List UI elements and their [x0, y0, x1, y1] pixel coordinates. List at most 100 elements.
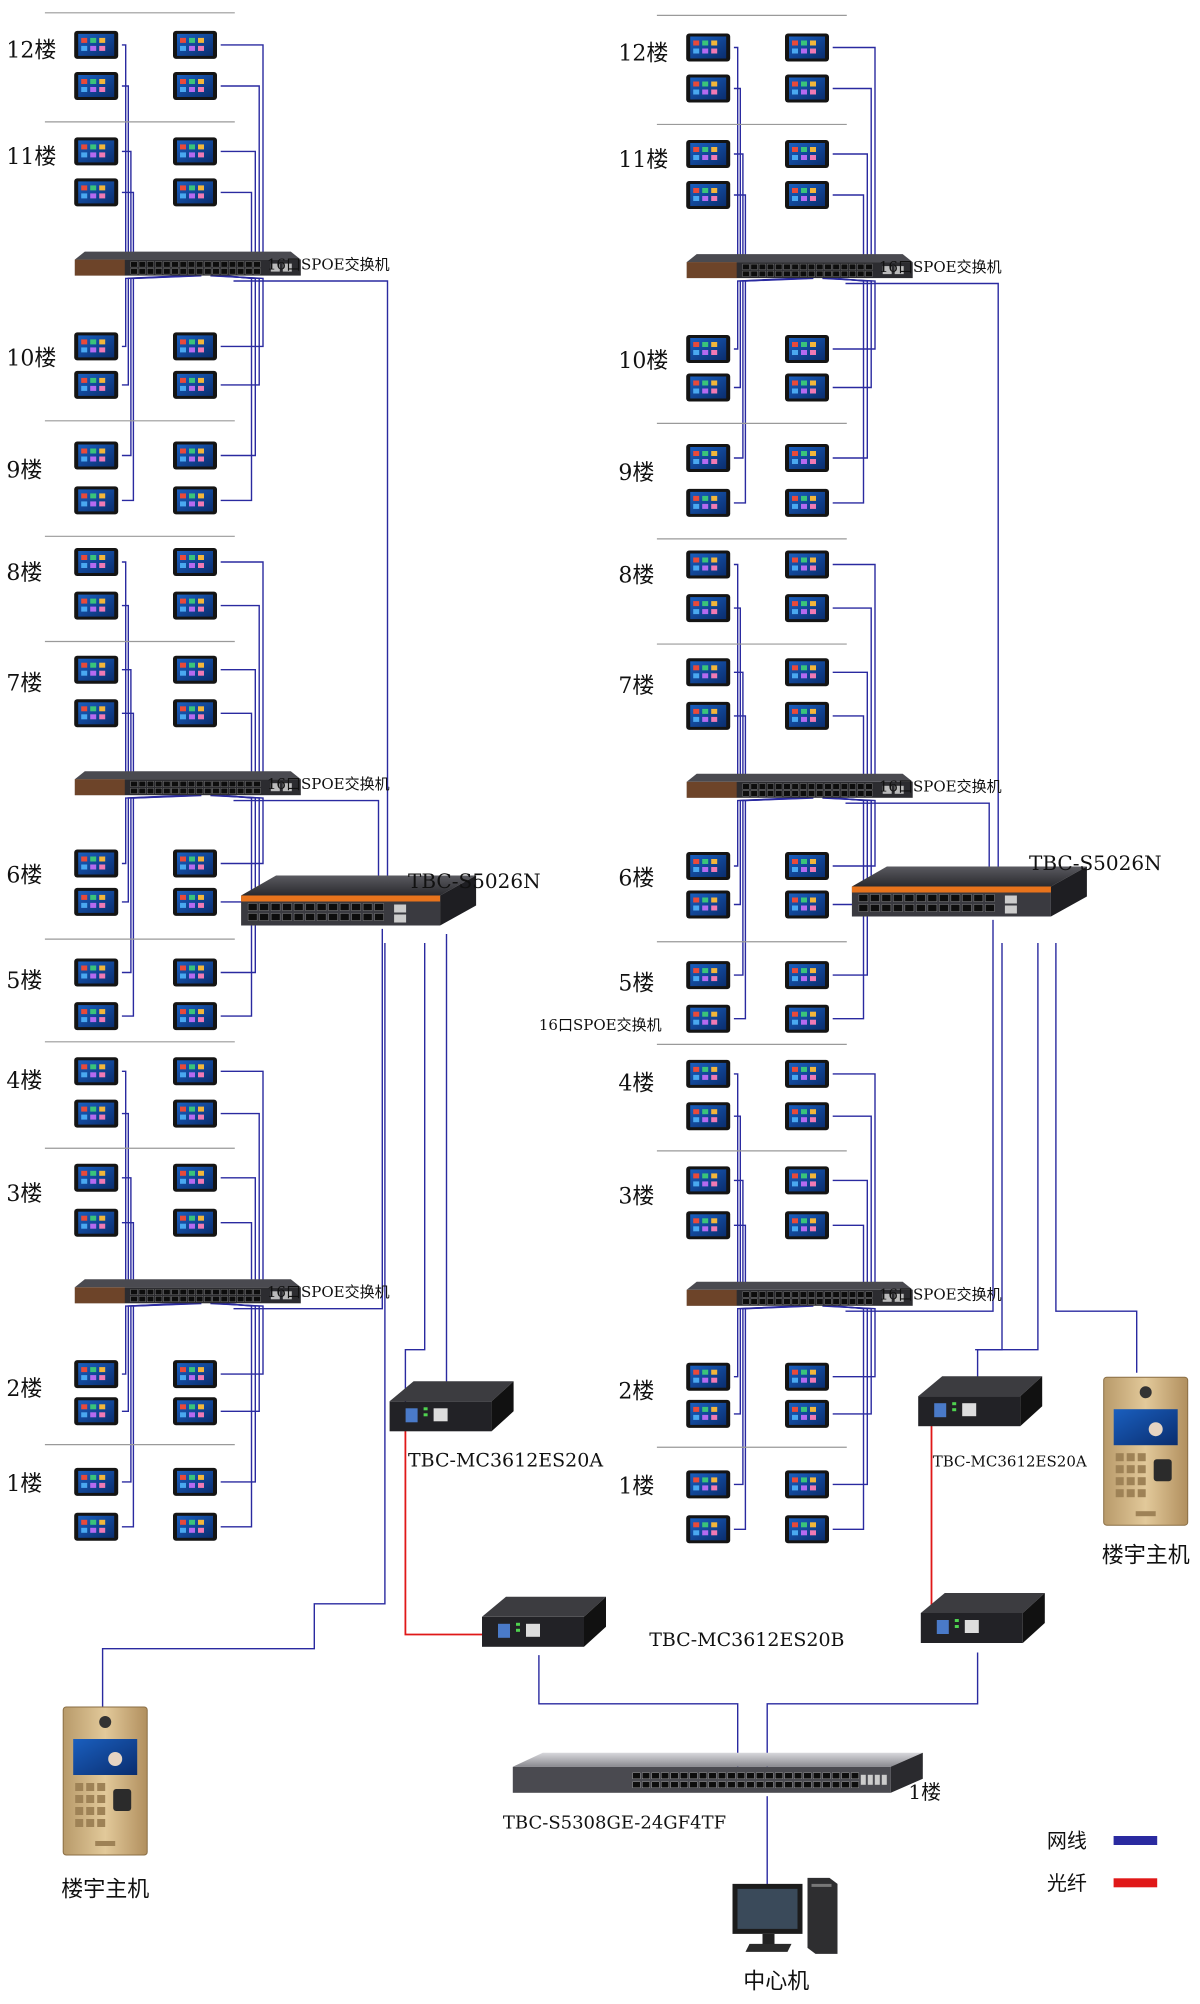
indoor-monitor-panel: [785, 594, 829, 623]
floor-divider-layer: [44, 12, 847, 1448]
panel-cable: [220, 794, 257, 974]
agg-uplink-cable: [404, 943, 426, 1412]
indoor-monitor-panel: [173, 655, 217, 684]
floor-label: 12楼: [6, 39, 56, 64]
panel-cable: [733, 1224, 788, 1287]
indoor-monitor-panel: [173, 849, 217, 878]
indoor-monitor-panel: [785, 1470, 829, 1499]
indoor-monitor-panel: [74, 1002, 119, 1031]
building-host-label: 楼宇主机: [61, 1877, 149, 1902]
floor-label: 12楼: [618, 41, 668, 66]
indoor-monitor-panel: [686, 890, 731, 919]
indoor-monitor-panel: [785, 181, 829, 209]
panel-cable: [733, 607, 775, 779]
indoor-monitor-panel: [686, 335, 731, 363]
indoor-monitor-panel: [74, 178, 119, 207]
indoor-monitor-panel: [686, 33, 731, 62]
indoor-monitor-panel: [74, 1467, 119, 1496]
panel-cable: [121, 44, 157, 256]
indoor-monitor-panel: [74, 591, 119, 620]
floor-switch-label: 16口SPOE交换机: [267, 1283, 390, 1301]
uplink-cable: [233, 799, 380, 891]
panel-cable: [220, 1302, 257, 1483]
indoor-monitor-panel: [173, 1512, 217, 1541]
indoor-monitor-panel: [785, 488, 829, 517]
panel-cable: [832, 1305, 865, 1531]
indoor-monitor-panel: [173, 1057, 217, 1086]
panel-cable: [733, 563, 769, 779]
panel-cable: [121, 669, 170, 776]
floor-label: 3楼: [6, 1182, 42, 1207]
panel-cable: [733, 715, 788, 779]
floor-label: 7楼: [6, 671, 42, 696]
panel-cable: [733, 277, 801, 389]
converter-a-label: TBC-MC3612ES20A: [408, 1450, 603, 1472]
indoor-monitor-panel: [686, 1211, 731, 1240]
indoor-monitor-panel: [74, 1512, 119, 1541]
indoor-monitor-panel: [686, 701, 731, 730]
indoor-monitor-panel: [173, 137, 217, 166]
aggregation-switch-label: TBC-S5026N: [408, 869, 541, 893]
indoor-monitor-panel: [173, 1163, 217, 1192]
agg-uplink-cable: [976, 943, 1003, 1393]
indoor-monitor-panel: [173, 1360, 217, 1389]
floor-switch-label: 16口SPOE交换机: [879, 258, 1002, 276]
center-label: 中心机: [743, 1970, 809, 1995]
indoor-monitor-panel: [785, 550, 829, 579]
indoor-monitor-panel: [785, 444, 829, 472]
panel-cable: [733, 797, 801, 906]
floor-label: 6楼: [618, 866, 654, 891]
building-host-label: 楼宇主机: [1102, 1544, 1190, 1569]
panel-cable: [121, 712, 176, 776]
indoor-monitor-panel: [785, 1515, 829, 1544]
indoor-monitor-panel: [686, 852, 731, 880]
indoor-monitor-panel: [785, 74, 829, 103]
panel-cable: [733, 1115, 775, 1287]
indoor-monitor-panel: [74, 1057, 119, 1086]
panel-cable: [827, 1305, 872, 1415]
floor-label: 6楼: [6, 864, 42, 889]
floor-label: 4楼: [6, 1069, 42, 1094]
panel-cable: [733, 87, 775, 259]
indoor-monitor-panel: [686, 1166, 731, 1195]
indoor-monitor-panel: [785, 701, 829, 730]
panel-cable: [733, 797, 814, 1020]
indoor-monitor-panel: [74, 699, 119, 728]
indoor-monitor-panel: [785, 1211, 829, 1240]
indoor-monitor-panel: [686, 1102, 731, 1131]
agg-to-host-cable: [1055, 943, 1138, 1373]
panel-cable: [733, 153, 782, 259]
panel-cable: [733, 1179, 782, 1287]
indoor-monitor-panel: [74, 887, 119, 916]
indoor-monitor-panel: [686, 550, 731, 579]
floor-switch-label: 16口SPOE交换机: [267, 255, 390, 273]
indoor-monitor-panel: [785, 373, 829, 402]
media-converter: [389, 1381, 514, 1432]
fiber-cable: [404, 1426, 491, 1636]
panel-cable: [121, 1112, 163, 1284]
indoor-monitor-panel: [686, 444, 731, 472]
panel-cable: [220, 275, 253, 502]
indoor-monitor-panel: [173, 1208, 217, 1237]
indoor-monitor-panel: [173, 548, 217, 576]
panel-cable: [121, 85, 163, 256]
indoor-monitor-panel: [74, 332, 119, 361]
indoor-monitor-panel: [173, 1467, 217, 1496]
indoor-monitor-panel: [686, 1004, 731, 1033]
floor-switch-label: 16口SPOE交换机: [539, 1016, 662, 1034]
indoor-monitor-panel: [785, 1102, 829, 1131]
indoor-monitor-panel: [785, 961, 829, 990]
building-host-panel: [1103, 1376, 1189, 1526]
indoor-monitor-panel: [74, 30, 119, 59]
legend-label: 光纤: [1047, 1871, 1087, 1895]
floor-label: 7楼: [618, 674, 654, 699]
floor-label: 1楼: [6, 1472, 42, 1497]
indoor-monitor-panel: [74, 1099, 119, 1128]
indoor-monitor-panel: [686, 594, 731, 623]
indoor-monitor-panel: [686, 1399, 731, 1428]
panel-cable: [194, 85, 260, 256]
indoor-monitor-panel: [74, 1397, 119, 1426]
panel-cable: [733, 46, 769, 259]
panel-cable: [733, 671, 782, 779]
